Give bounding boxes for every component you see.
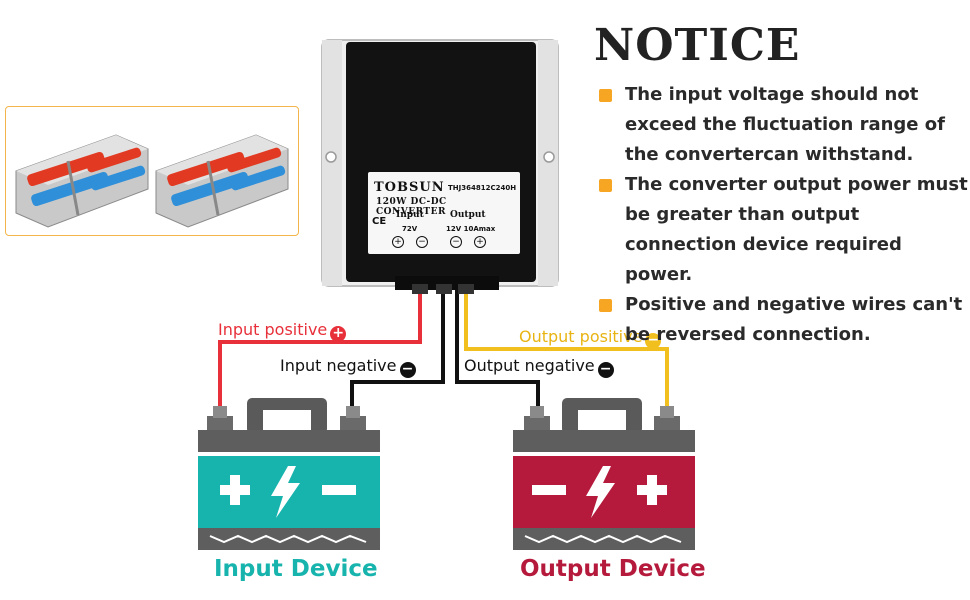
output-device-label: Output Device bbox=[520, 556, 706, 582]
output-negative-label: Output negative− bbox=[464, 356, 614, 378]
input-positive-label: Input positive+ bbox=[218, 320, 347, 342]
converter-subtitle: 120W DC-DC CONVERTER bbox=[376, 197, 447, 217]
input-negative-label: Input negative− bbox=[280, 356, 416, 378]
minus-circle-icon: − bbox=[645, 333, 662, 349]
converter-output-label: Output bbox=[450, 210, 486, 220]
converter-input-voltage: 72V bbox=[402, 225, 418, 233]
input-positive-wire bbox=[218, 288, 422, 418]
output-minus-terminal-icon: − bbox=[450, 236, 462, 248]
converter-brand: TOBSUN bbox=[374, 180, 445, 195]
converter-output-rating: 12V 10Amax bbox=[446, 225, 496, 233]
minus-circle-icon: − bbox=[399, 362, 416, 378]
input-device-label: Input Device bbox=[214, 556, 378, 582]
bullet-square-icon bbox=[599, 299, 612, 312]
bullet-square-icon bbox=[599, 179, 612, 192]
wire-connector-right bbox=[155, 134, 289, 228]
output-positive-label: Output positive− bbox=[519, 327, 662, 349]
output-negative-wire bbox=[455, 288, 540, 418]
input-minus-terminal-icon: − bbox=[416, 236, 428, 248]
dc-dc-converter bbox=[321, 39, 559, 294]
notice-list: The input voltage should not exceed the … bbox=[598, 80, 968, 350]
notice-item: The converter output power must be great… bbox=[598, 170, 968, 290]
notice-title: NOTICE bbox=[594, 20, 801, 71]
wire-connector-left bbox=[15, 134, 149, 228]
output-positive-wire bbox=[464, 288, 669, 418]
minus-circle-icon: − bbox=[597, 362, 614, 378]
converter-model: THJ364812C240H bbox=[448, 184, 517, 192]
output-device-battery bbox=[513, 398, 695, 550]
ce-mark: CE bbox=[372, 216, 387, 227]
converter-input-label: Input bbox=[396, 210, 424, 220]
bullet-square-icon bbox=[599, 89, 612, 102]
input-device-battery bbox=[198, 398, 380, 550]
output-plus-terminal-icon: + bbox=[474, 236, 486, 248]
converter-label-plate: TOBSUN THJ364812C240H 120W DC-DC CONVERT… bbox=[368, 172, 520, 254]
plus-circle-icon: + bbox=[330, 326, 347, 342]
notice-item: The input voltage should not exceed the … bbox=[598, 80, 968, 170]
input-negative-wire bbox=[350, 288, 445, 418]
notice-item: Positive and negative wires can't be rev… bbox=[598, 290, 968, 350]
input-plus-terminal-icon: + bbox=[392, 236, 404, 248]
wire-connector-photo bbox=[5, 106, 299, 236]
